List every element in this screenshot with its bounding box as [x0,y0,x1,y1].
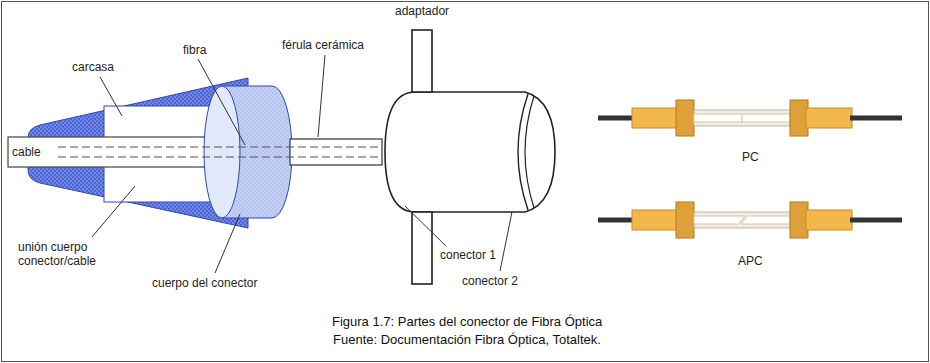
alignment-sleeve [694,110,790,126]
leader-line [215,214,240,273]
part-label: conector 1 [440,248,496,262]
adapter-flange [412,30,432,92]
leader-line [198,59,245,145]
ferrule [742,114,790,122]
alignment-sleeve [694,212,790,228]
connector-body [632,210,678,230]
ceramic-ferrule [290,139,382,165]
ferrule [741,216,790,224]
fiber-line [58,156,380,157]
leader-line [100,77,122,116]
leader-line [92,186,135,237]
part-label: férula cerámica [282,38,364,52]
connector-face [525,96,534,208]
ferrule [694,114,742,122]
connector-flange [790,100,808,136]
apc-connector-pair [598,202,902,238]
connector-body [806,108,852,128]
cable-line [598,116,634,121]
part-label: cable [12,145,41,159]
pc-connector-pair [598,100,902,136]
connector-body [806,210,852,230]
connector-flange [676,100,694,136]
cable-line [850,218,902,223]
figure-caption: Figura 1.7: Partes del conector de Fibra… [332,314,602,329]
part-label: conector 2 [462,274,518,288]
connector-flange [676,202,694,238]
fiber-line [58,146,380,147]
leader-line [500,212,512,271]
connector-flange [790,202,808,238]
type-label: PC [742,150,759,164]
connector-face [518,94,528,210]
cable-line [598,218,634,223]
part-label: cuerpo del conector [152,276,257,290]
source-note: Fuente: Documentación Fibra Óptica, Tota… [333,332,601,347]
part-label: unión cuerpo conector/cable [18,240,110,268]
part-label: fibra [183,43,206,57]
type-label: APC [738,254,763,268]
cable-band [8,137,213,167]
part-label: carcasa [72,60,114,74]
connector-outline [385,92,470,212]
ferrule [694,216,745,224]
cable-line [850,116,902,121]
leader-line [318,55,325,137]
connector-outline [470,92,555,212]
leader-line [405,206,446,246]
connector-body [632,108,678,128]
connector-body-face [204,86,240,218]
part-label: adaptador [395,4,449,18]
